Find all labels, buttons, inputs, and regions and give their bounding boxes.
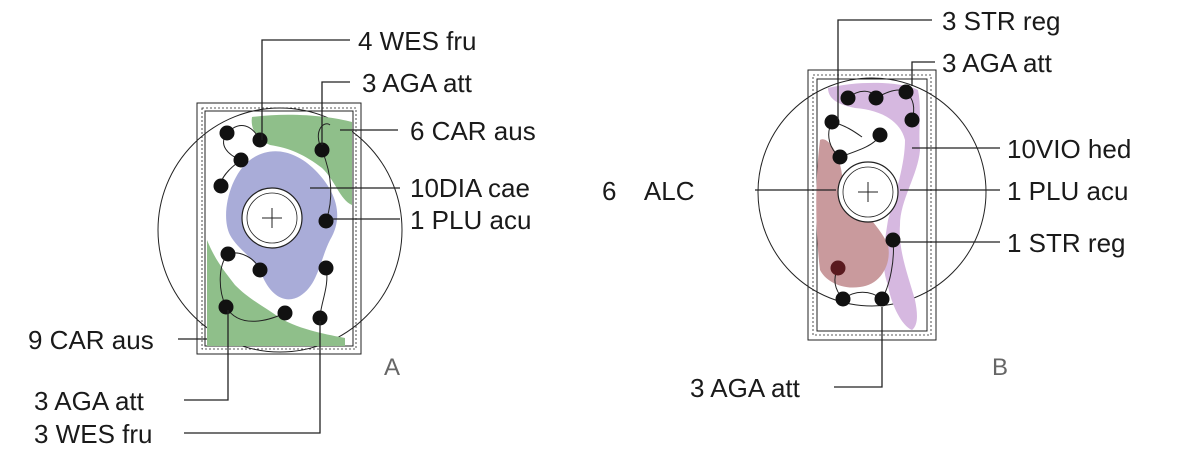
plant-dot xyxy=(872,127,888,143)
panel-letter-b: B xyxy=(992,354,1008,381)
diagram-a: 4 WES fru 3 AGA att 6 CAR aus 10DIA cae … xyxy=(28,26,536,449)
diagram-b: 3 STR reg 3 AGA att 10VIO hed 6 ALC 1 PL… xyxy=(602,6,1131,403)
label-car-aus-bottom: 9 CAR aus xyxy=(28,325,154,355)
label-aga-att-top-b: 3 AGA att xyxy=(942,48,1053,78)
label-aga-att-bottom-b: 3 AGA att xyxy=(690,373,801,403)
bed-outline-a xyxy=(196,102,362,355)
label-alc: 6 ALC xyxy=(602,176,695,206)
plant-dot xyxy=(832,149,848,165)
plant-dot xyxy=(885,232,901,248)
plant-dot xyxy=(898,84,914,100)
label-plu-acu-b: 1 PLU acu xyxy=(1007,176,1128,206)
canopy-circle-b xyxy=(757,77,987,307)
plant-dot xyxy=(218,299,234,315)
label-aga-att-top: 3 AGA att xyxy=(362,68,473,98)
label-str-reg-top: 3 STR reg xyxy=(942,6,1061,36)
bed-edge-a xyxy=(201,107,357,350)
panel-letter-a: A xyxy=(384,354,400,381)
label-aga-att-bottom-a: 3 AGA att xyxy=(34,386,145,416)
plant-dot xyxy=(824,114,840,130)
bed-outline-b xyxy=(807,69,937,341)
plant-dot xyxy=(252,132,268,148)
label-plu-acu-a: 1 PLU acu xyxy=(410,205,531,235)
plant-dot xyxy=(312,310,328,326)
label-wes-fru-top: 4 WES fru xyxy=(358,26,476,56)
label-car-aus-top: 6 CAR aus xyxy=(410,116,536,146)
bed-edge-b xyxy=(812,74,932,336)
label-vio-hed: 10VIO hed xyxy=(1007,134,1131,164)
plant-dot xyxy=(835,291,851,307)
plant-dot xyxy=(314,142,330,158)
label-str-reg-right: 1 STR reg xyxy=(1007,228,1126,258)
plant-dot xyxy=(318,213,334,229)
plant-dot-dark xyxy=(830,260,846,276)
plant-dot xyxy=(220,246,236,262)
plant-dot xyxy=(213,178,229,194)
plant-dot xyxy=(233,152,249,168)
label-wes-fru-bottom: 3 WES fru xyxy=(34,419,152,449)
car-aus-area-top xyxy=(251,114,352,205)
plant-dot xyxy=(219,125,235,141)
plant-dots-b xyxy=(824,84,920,307)
plant-dot xyxy=(318,260,334,276)
vio-hed-area xyxy=(828,82,920,331)
plant-dot xyxy=(252,262,268,278)
label-dia-cae: 10DIA cae xyxy=(410,173,530,203)
plant-dot xyxy=(868,90,884,106)
plant-dot xyxy=(840,90,856,106)
plant-dot xyxy=(277,305,293,321)
plant-dot xyxy=(874,291,890,307)
plant-dot xyxy=(904,112,920,128)
plant-dots-a xyxy=(213,125,334,326)
